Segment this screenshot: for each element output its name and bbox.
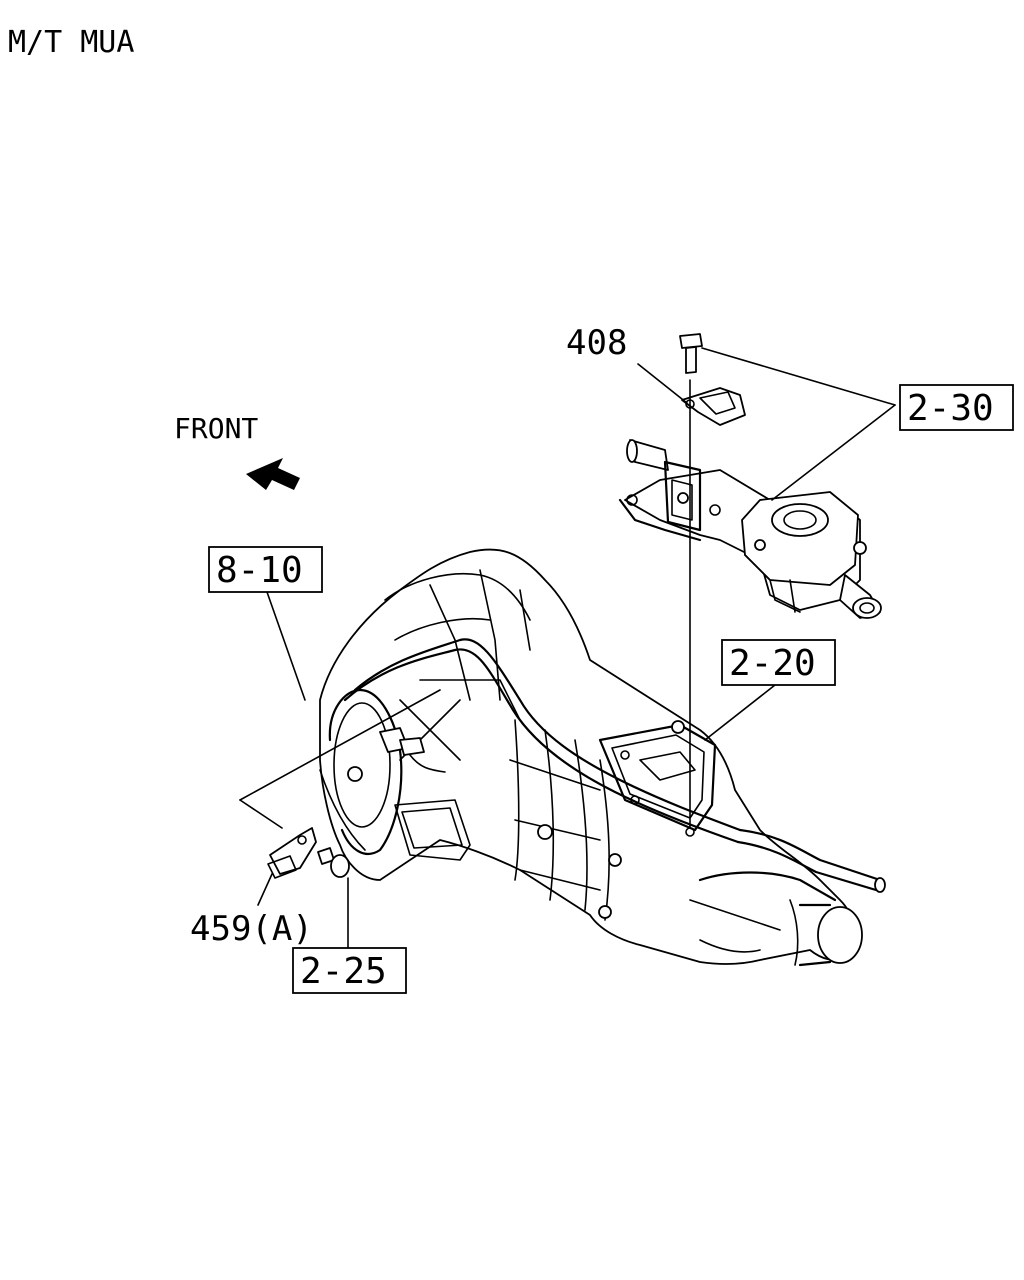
front-label: FRONT <box>174 412 258 445</box>
bolt-icon <box>679 333 703 374</box>
shift-cover-assembly <box>618 439 882 619</box>
transmission-assembly <box>319 548 886 967</box>
ref-label-2-25: 2-25 <box>300 951 387 992</box>
callout-459a: 459(A) <box>190 909 313 949</box>
ref-box-2-25: 2-25 <box>292 947 407 994</box>
ref-box-2-30: 2-30 <box>899 384 1014 431</box>
ref-label-2-20: 2-20 <box>729 643 816 684</box>
diagram-title: M/T MUA <box>8 25 134 60</box>
front-arrow-icon <box>246 458 300 490</box>
bolt-2-25-icon <box>317 847 350 878</box>
bracket-408-icon <box>681 387 746 426</box>
callout-408: 408 <box>566 323 627 363</box>
bracket-459a-icon <box>267 827 317 879</box>
ref-label-8-10: 8-10 <box>216 550 303 591</box>
ref-box-8-10: 8-10 <box>208 546 323 593</box>
ref-label-2-30: 2-30 <box>907 388 994 429</box>
ref-box-2-20: 2-20 <box>721 639 836 686</box>
leader-lines <box>239 347 896 949</box>
